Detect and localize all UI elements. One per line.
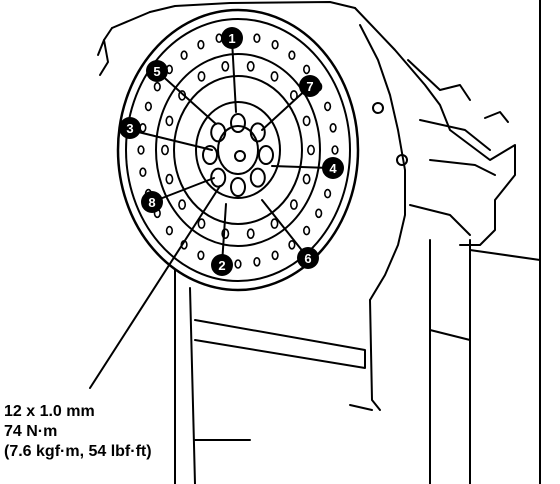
flywheel-outer-hole <box>144 101 152 112</box>
flywheel-outer-hole <box>253 33 261 44</box>
flywheel-outer-hole <box>288 240 296 250</box>
flywheel-inner-hole <box>161 144 169 156</box>
sequence-label-3: 3 <box>126 121 133 136</box>
crankshaft-bolt <box>249 167 266 188</box>
crankshaft-bolt <box>210 167 227 188</box>
sequence-badge-6: 6 <box>297 247 319 269</box>
flywheel-outer-hole <box>288 50 296 61</box>
flywheel-inner-hole <box>246 228 255 239</box>
flywheel-outer-hole <box>197 250 205 261</box>
flywheel-outer-hole <box>331 145 339 155</box>
flywheel <box>116 8 360 292</box>
crankshaft-bolt <box>210 122 227 143</box>
flywheel-inner-hole <box>178 199 187 210</box>
sequence-label-1: 1 <box>228 31 235 46</box>
flywheel-outer-hole <box>165 225 173 236</box>
sequence-badge-1: 1 <box>221 27 243 49</box>
flywheel-inner-hole <box>270 218 279 229</box>
flywheel-inner-holes <box>161 61 315 239</box>
flywheel-outer-hole <box>303 64 311 75</box>
flywheel-outer-hole <box>271 250 279 261</box>
flywheel-outer-hole <box>303 225 311 236</box>
flywheel-inner-hole <box>270 71 279 82</box>
crankshaft-bolt <box>230 113 246 133</box>
sequence-badge-2: 2 <box>211 254 233 276</box>
torque-value-label: 74 N·m <box>4 423 58 440</box>
flywheel-inner-hole <box>165 173 174 185</box>
flywheel-outer-hole <box>180 50 188 61</box>
torque-alt-units-label: (7.6 kgf·m, 54 lbf·ft) <box>4 443 152 460</box>
sequence-badge-8: 8 <box>141 191 163 213</box>
sequence-badge-7: 7 <box>299 75 321 97</box>
flywheel-outer-hole <box>197 39 205 50</box>
sequence-label-7: 7 <box>306 79 313 94</box>
flywheel-inner-hole <box>197 218 206 229</box>
flywheel-inner-hole <box>302 115 311 127</box>
crankshaft-bolt <box>249 122 266 143</box>
sequence-label-4: 4 <box>329 161 337 176</box>
flywheel-outer-hole <box>153 81 161 92</box>
sequence-label-2: 2 <box>218 258 225 273</box>
sequence-label-8: 8 <box>148 195 155 210</box>
flywheel-outer-hole <box>234 259 242 269</box>
sequence-badge-3: 3 <box>119 117 141 139</box>
flywheel-inner-hole <box>302 173 311 185</box>
flywheel-inner-hole <box>246 61 255 72</box>
crankshaft-bolt <box>258 145 274 165</box>
sequence-badges: 1 2 3 4 5 6 7 8 <box>119 27 344 276</box>
flywheel-inner-hole <box>307 144 315 156</box>
flywheel-outer-hole <box>271 39 279 50</box>
sequence-badge-4: 4 <box>322 157 344 179</box>
leader-lines <box>89 39 331 389</box>
flywheel-outer-hole <box>324 188 332 199</box>
flywheel-outer-hole <box>139 167 147 177</box>
flywheel-outer-hole <box>253 256 261 267</box>
engine-block-outline <box>97 0 541 484</box>
flywheel-outer-hole <box>137 145 145 155</box>
flywheel-outer-hole <box>324 101 332 112</box>
bolt-size-label: 12 x 1.0 mm <box>4 403 95 420</box>
crankshaft-bolt <box>202 145 218 165</box>
sequence-badge-5: 5 <box>146 60 168 82</box>
flywheel-inner-hole <box>165 115 174 127</box>
flywheel-inner-hole <box>221 61 230 72</box>
flywheel-inner-hole <box>289 199 298 210</box>
crankshaft-bolts <box>202 113 274 197</box>
flywheel-outer-hole <box>315 208 323 219</box>
crankshaft-bolt <box>230 177 246 197</box>
sequence-label-5: 5 <box>153 64 160 79</box>
sequence-label-6: 6 <box>304 251 311 266</box>
flywheel-inner-hole <box>197 71 206 82</box>
flywheel-outer-hole <box>329 123 337 133</box>
